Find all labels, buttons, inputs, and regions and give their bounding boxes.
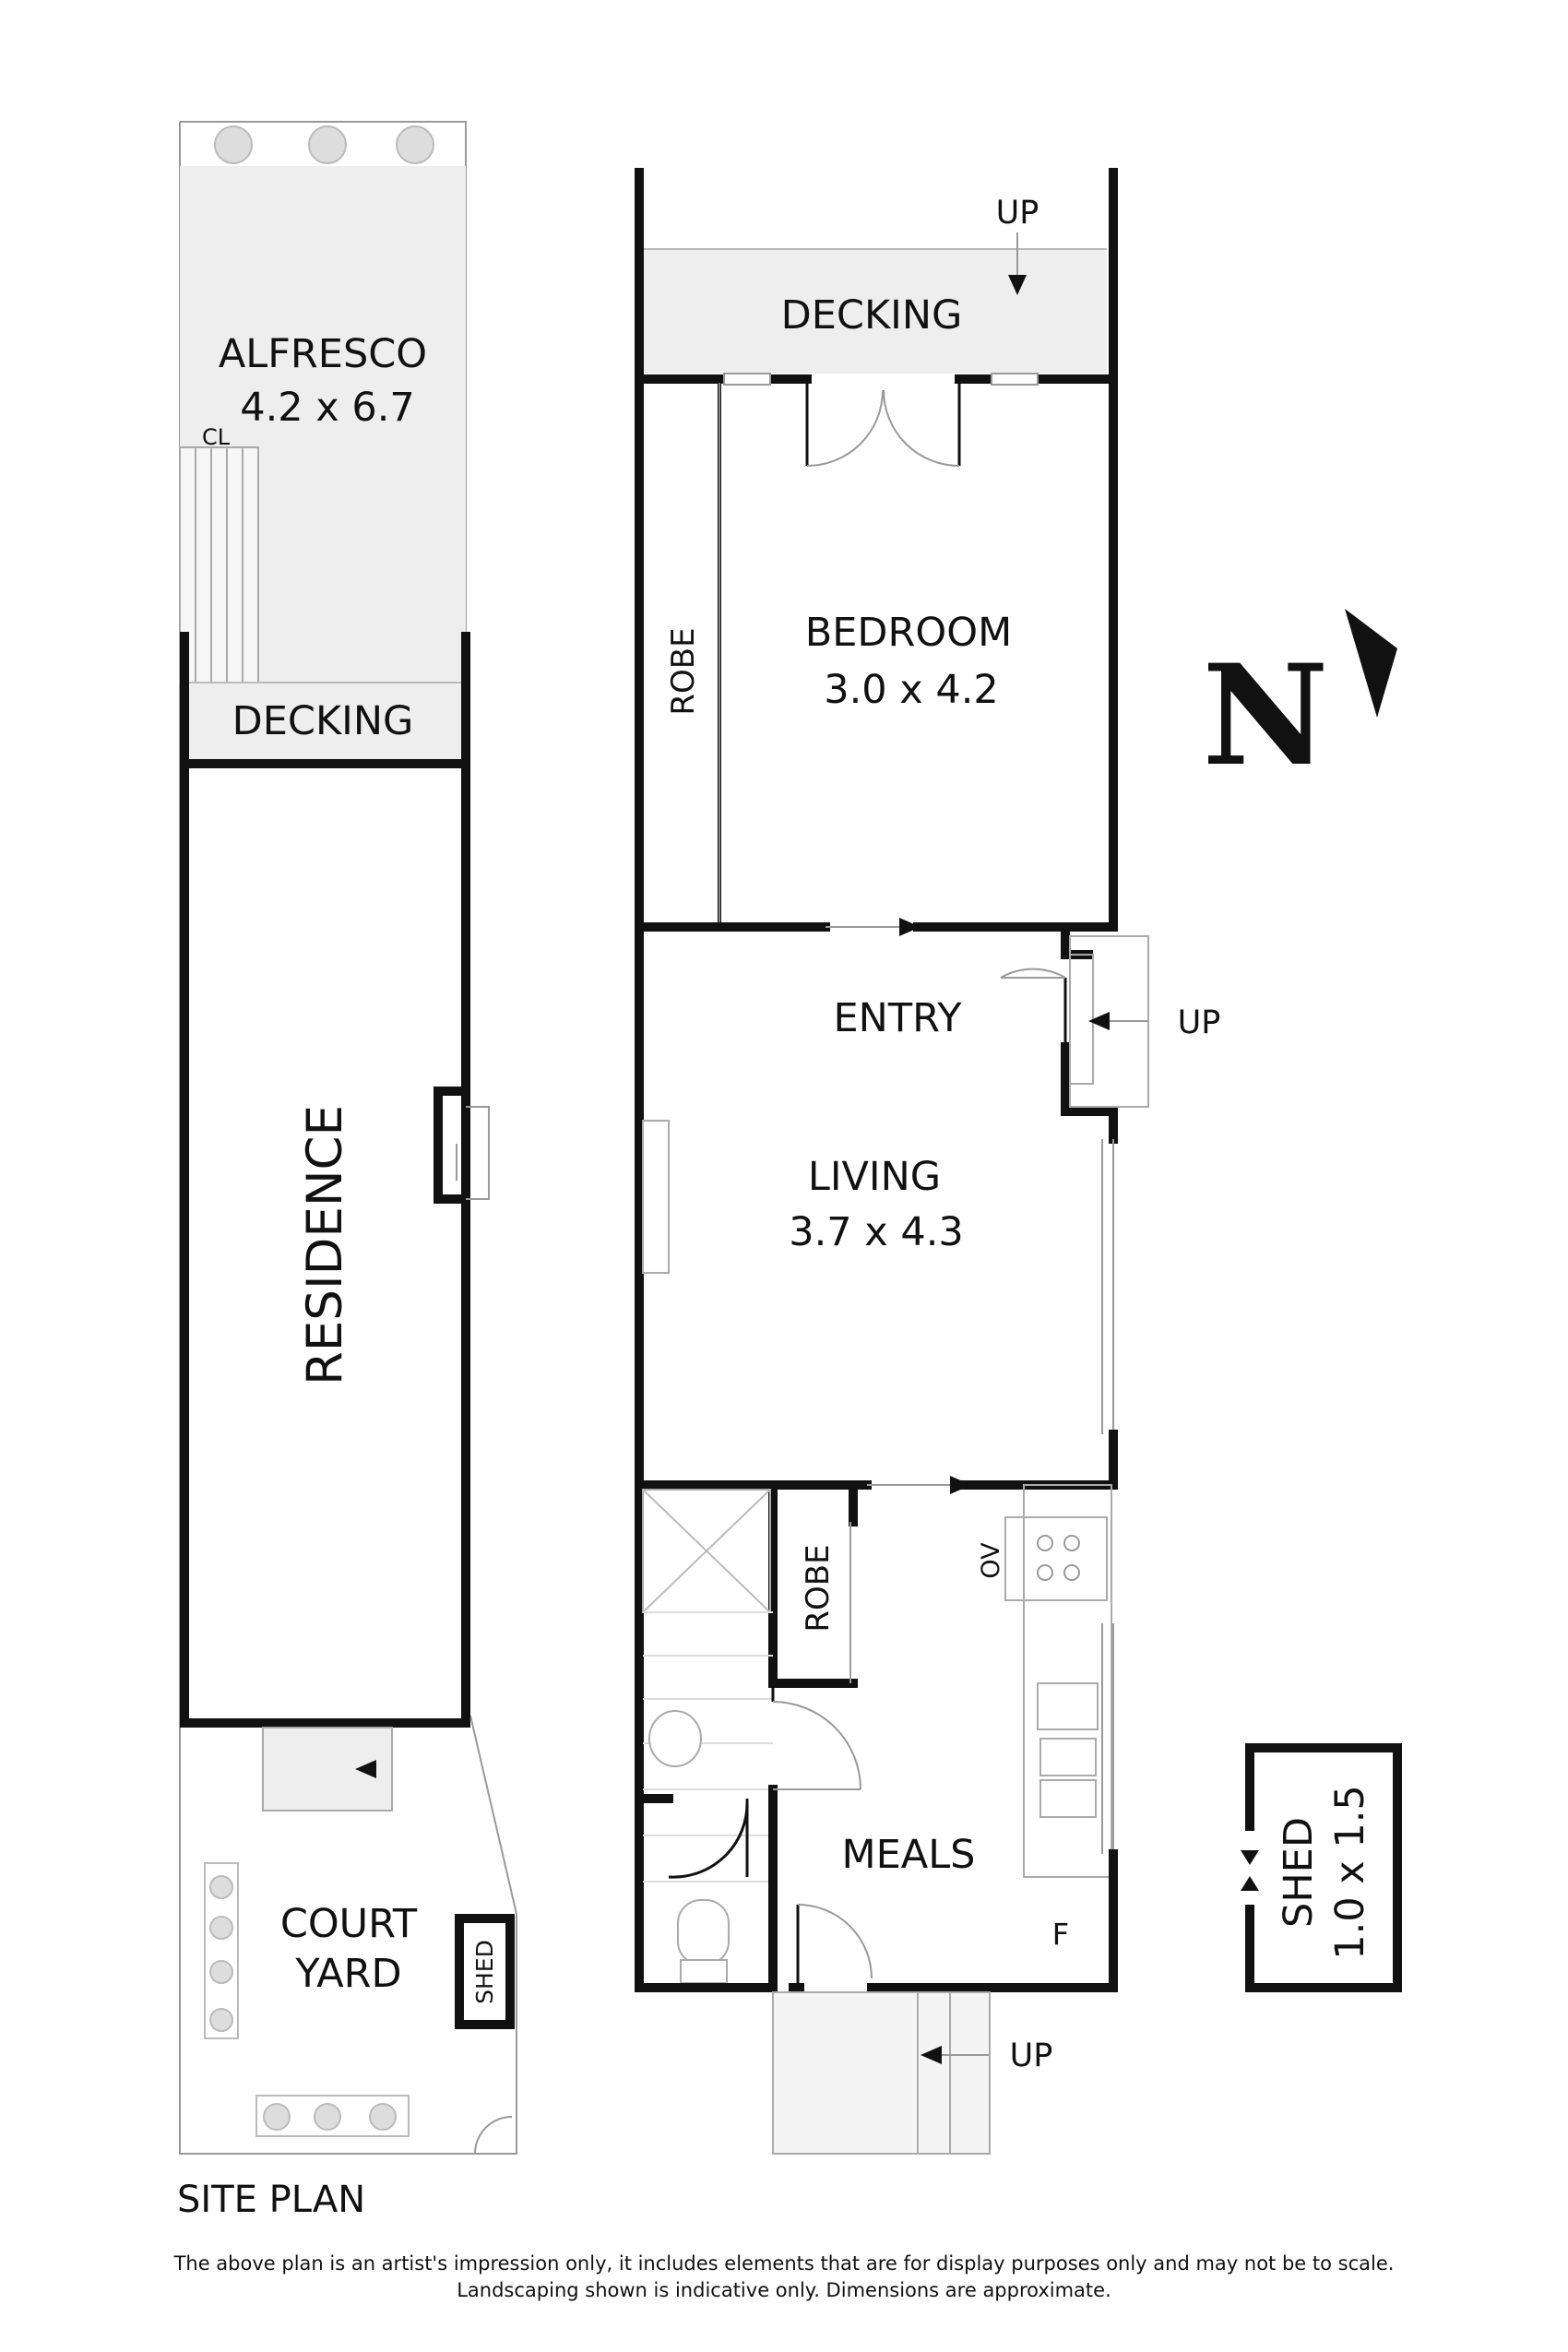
decking-up-label: UP xyxy=(996,195,1039,232)
shed-dimensions: 1.0 x 1.5 xyxy=(1327,1785,1373,1960)
site-decking-label: DECKING xyxy=(232,698,414,744)
bedroom-dimensions: 3.0 x 4.2 xyxy=(824,667,999,713)
shed-label: SHED xyxy=(1276,1817,1322,1928)
meals-robe-label: ROBE xyxy=(800,1544,837,1632)
alfresco-label: ALFRESCO xyxy=(219,331,427,377)
site-shed xyxy=(455,1914,515,2029)
bedroom-label: BEDROOM xyxy=(805,610,1012,656)
rear-up-label: UP xyxy=(1010,2037,1053,2074)
decking-label: DECKING xyxy=(781,292,963,339)
decking-area xyxy=(643,249,1107,374)
living-label: LIVING xyxy=(808,1154,941,1200)
north-letter: N xyxy=(1202,635,1328,797)
site-plan: ALFRESCO 4.2 x 6.7 CL DECKING RESIDENCE … xyxy=(177,121,517,2221)
alfresco-dimensions: 4.2 x 6.7 xyxy=(240,385,415,431)
disclaimer-line-1: The above plan is an artist's impression… xyxy=(173,2252,1395,2275)
tree-icon xyxy=(214,125,434,164)
oven-label: OV xyxy=(977,1542,1005,1579)
main-floor-plan: UP DECKING BEDROOM 3.0 x 4.2 ROBE ENTRY … xyxy=(635,168,1221,2155)
residence-outline xyxy=(180,759,470,1728)
disclaimer: The above plan is an artist's impression… xyxy=(0,2251,1568,2304)
site-plan-title: SITE PLAN xyxy=(177,2179,365,2221)
site-decking-area xyxy=(182,683,464,761)
north-compass: N xyxy=(1202,609,1397,797)
tree-icon xyxy=(209,1875,397,2131)
meals-label: MEALS xyxy=(842,1832,976,1878)
fridge-label: F xyxy=(1052,1917,1069,1952)
entry-up-label: UP xyxy=(1178,1004,1221,1041)
clothesline-label: CL xyxy=(202,424,231,450)
entry-label: ENTRY xyxy=(834,995,963,1041)
courtyard-label-line1: COURT xyxy=(280,1901,418,1947)
north-arrow-icon xyxy=(1345,609,1397,718)
disclaimer-line-2: Landscaping shown is indicative only. Di… xyxy=(457,2279,1111,2301)
residence-label: RESIDENCE xyxy=(297,1105,353,1385)
site-shed-label: SHED xyxy=(471,1940,498,2004)
bedroom-robe-label: ROBE xyxy=(665,627,702,715)
courtyard-label-line2: YARD xyxy=(294,1951,401,1997)
shed: SHED 1.0 x 1.5 xyxy=(1241,1743,1402,1992)
living-dimensions: 3.7 x 4.3 xyxy=(789,1209,964,1255)
alfresco-steps xyxy=(179,446,259,683)
